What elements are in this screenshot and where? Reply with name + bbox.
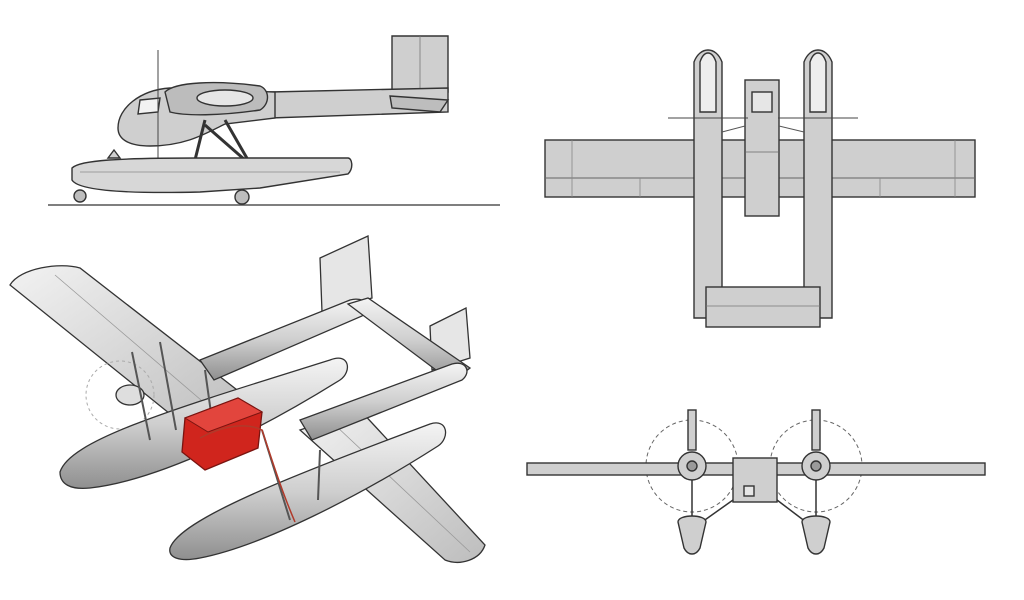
perspective-propeller-disc bbox=[85, 360, 155, 430]
top-view bbox=[544, 49, 976, 328]
perspective-tail-fin-upper bbox=[319, 235, 373, 313]
side-view bbox=[48, 35, 500, 206]
front-left-fin bbox=[687, 409, 697, 451]
perspective-lower-float bbox=[169, 422, 447, 561]
perspective-left-wing bbox=[9, 265, 252, 431]
top-left-float-boom bbox=[693, 49, 723, 319]
perspective-right-wing bbox=[298, 409, 486, 563]
perspective-lower-boom bbox=[299, 362, 468, 441]
front-fuselage bbox=[732, 457, 778, 503]
front-left-float bbox=[677, 515, 707, 555]
front-right-fin bbox=[811, 409, 821, 451]
side-struts bbox=[193, 119, 250, 162]
top-right-float-boom bbox=[803, 49, 833, 319]
top-tailplane bbox=[705, 286, 821, 328]
perspective-view bbox=[9, 235, 486, 563]
perspective-tailplane bbox=[346, 297, 472, 383]
front-struts bbox=[691, 480, 817, 523]
side-beach-wheel bbox=[234, 189, 250, 205]
front-view bbox=[526, 409, 986, 555]
top-central-pod bbox=[744, 79, 780, 217]
side-float bbox=[71, 157, 353, 194]
front-right-float bbox=[801, 515, 831, 555]
